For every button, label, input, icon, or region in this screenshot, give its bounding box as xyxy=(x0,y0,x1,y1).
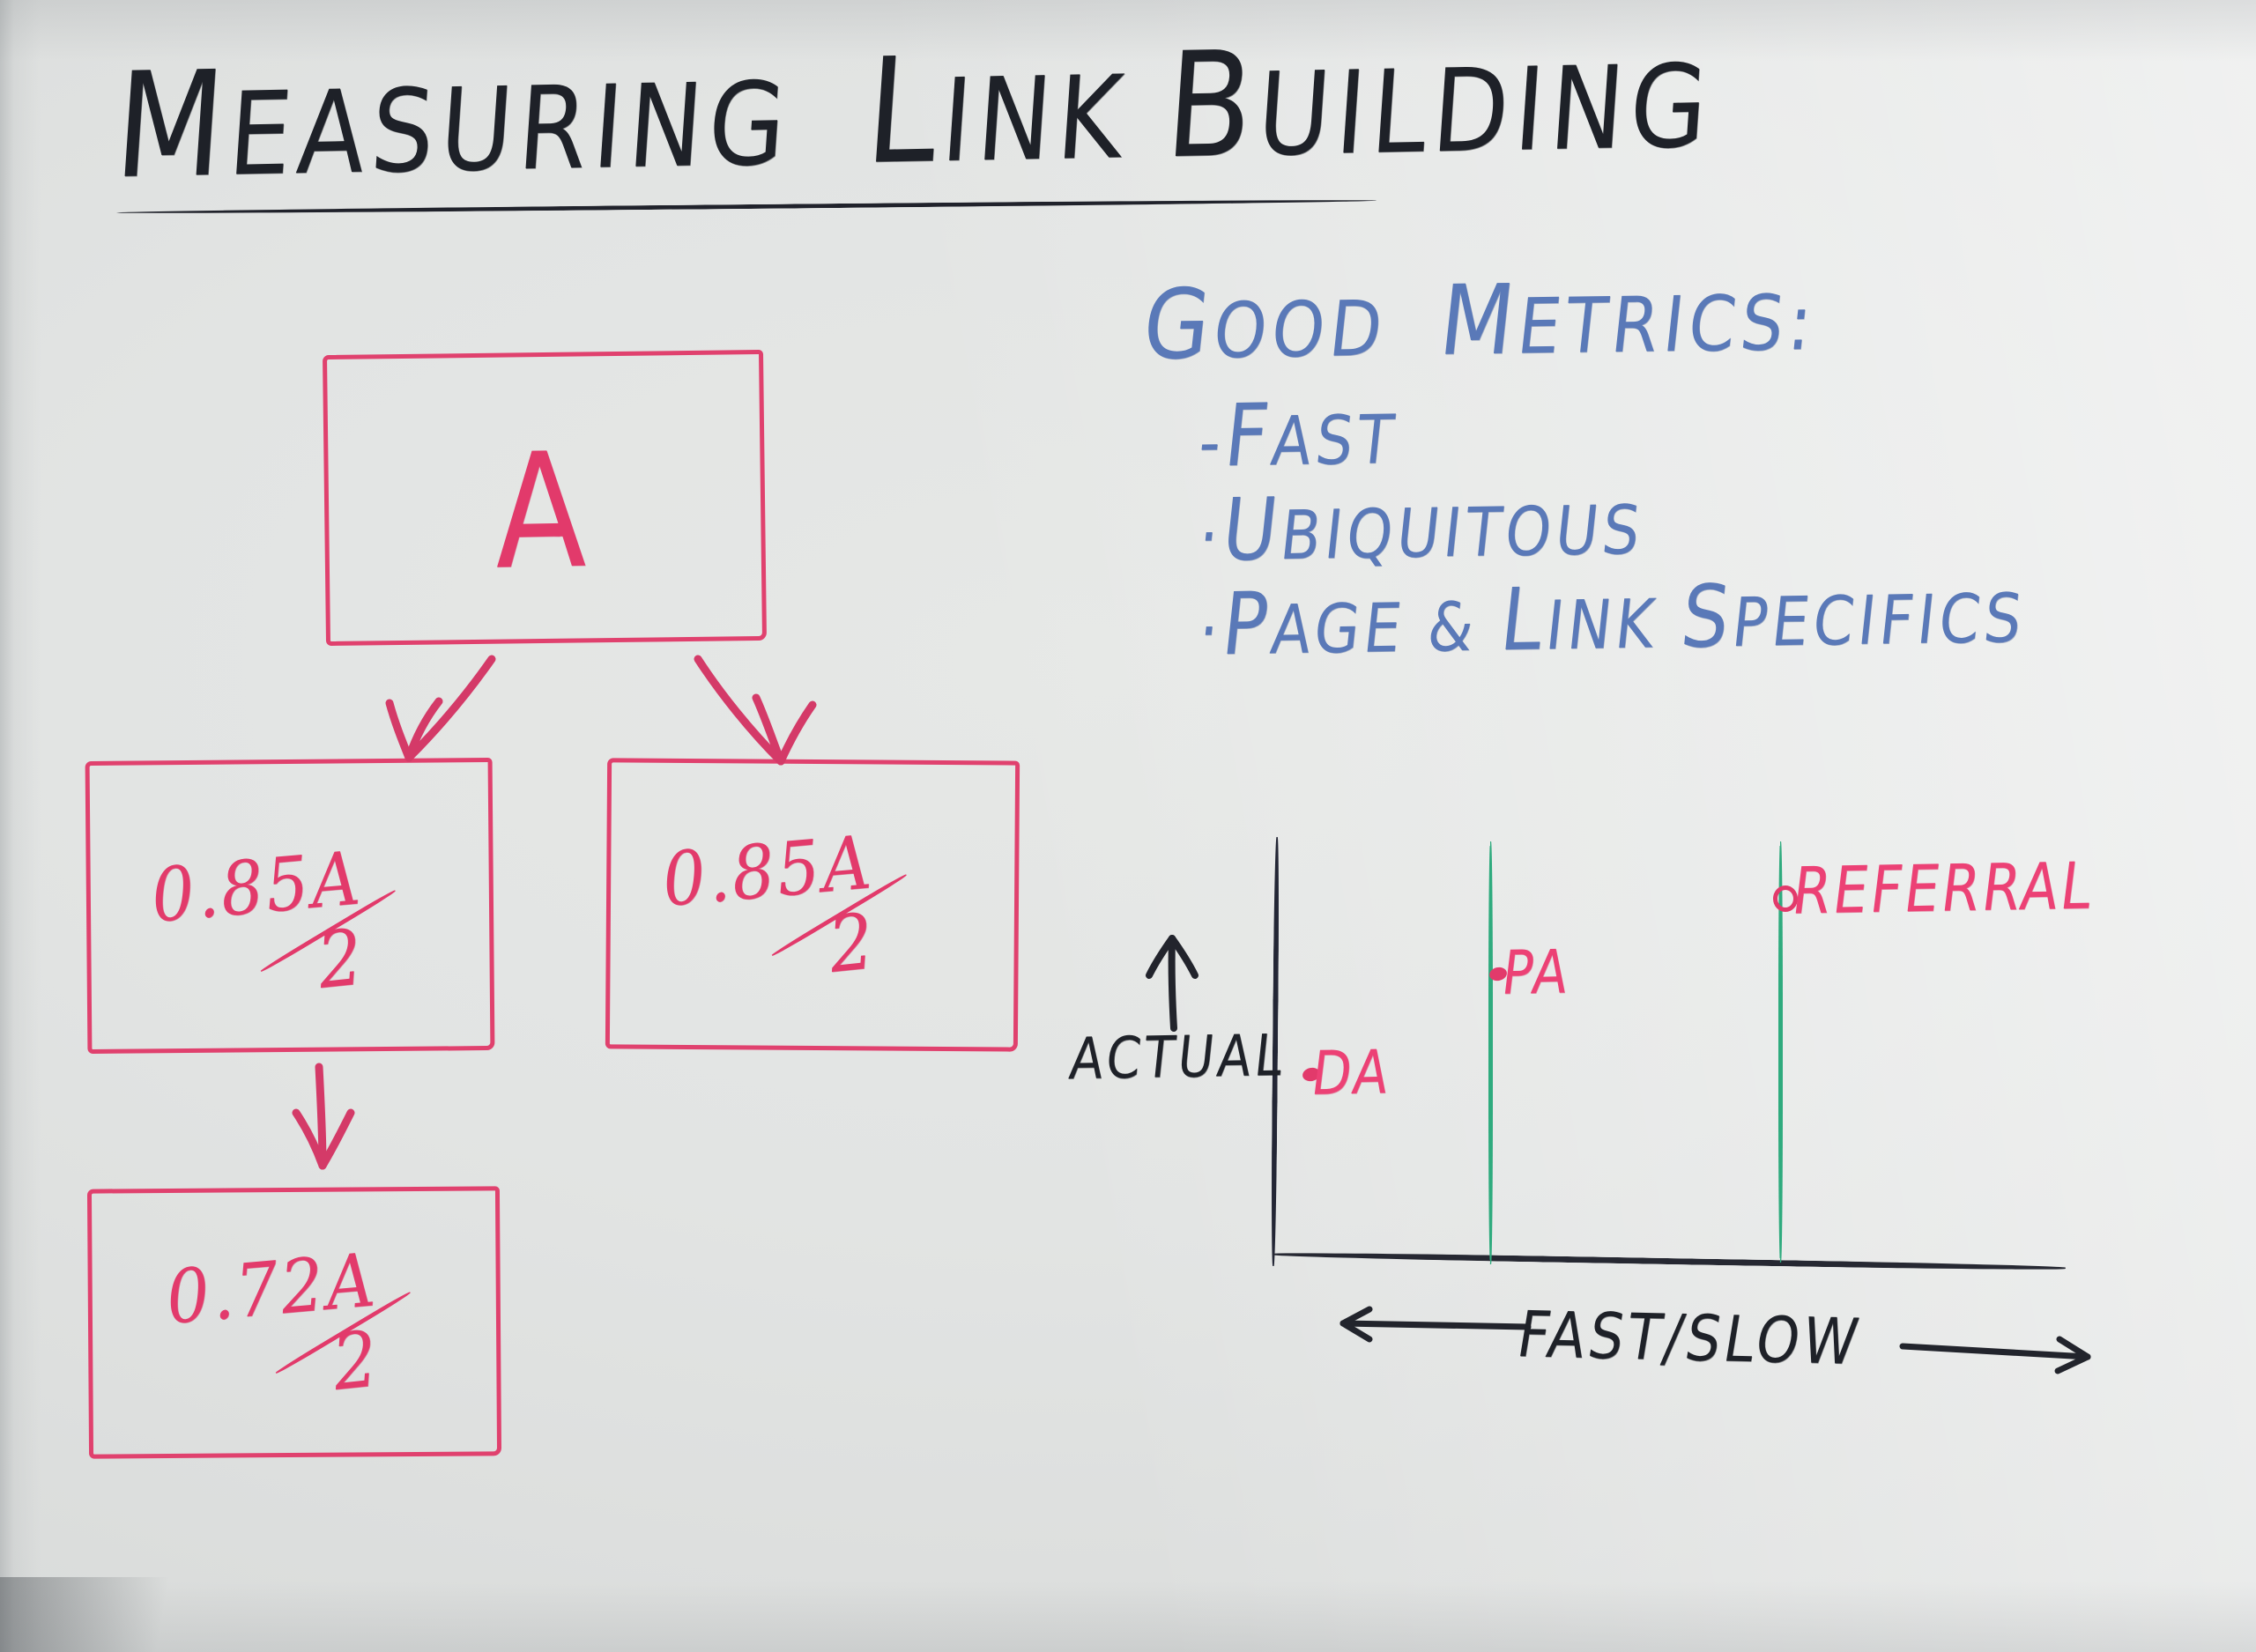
chart-point-pa-label: PA xyxy=(1498,936,1575,1009)
metric-item-ubiquitous: ·UBIQUITOUS xyxy=(1195,478,1649,581)
arrow-a-to-left xyxy=(385,655,496,762)
good-metrics-heading: GOOD METRICS: xyxy=(1138,263,1822,382)
chart-point-da-label: DA xyxy=(1308,1036,1396,1109)
node-right-denominator: 2 xyxy=(825,897,878,991)
x-axis-left-arrow-icon xyxy=(1340,1306,1532,1343)
node-left-denominator: 2 xyxy=(314,913,367,1007)
metric-item-fast: -FAST xyxy=(1195,384,1402,486)
chart-x-axis-label: FAST/SLOW xyxy=(1512,1297,1867,1380)
chart-point-referral-marker xyxy=(1773,885,1798,912)
metric-item-page-link-specifics: ·PAGE & LINK SPECIFICS xyxy=(1195,566,2030,675)
arrow-left-to-bottom xyxy=(292,1063,355,1170)
chart-gridline-pa xyxy=(1488,841,1493,1264)
chart-gridline-referral xyxy=(1778,841,1783,1263)
arrow-a-to-right xyxy=(694,655,817,766)
node-bottom-denominator: 2 xyxy=(329,1315,382,1409)
y-axis-arrow-icon xyxy=(1146,935,1198,1032)
chart-y-axis-label: ACTUAL xyxy=(1066,1022,1290,1093)
chart-x-axis xyxy=(1273,1251,2066,1271)
chart-point-referral-label: REFERRAL xyxy=(1788,848,2099,930)
node-a-label: A xyxy=(494,419,590,605)
page-title: MEASURING LINK BUILDING xyxy=(109,20,1718,211)
x-axis-right-arrow-icon xyxy=(1899,1336,2091,1374)
